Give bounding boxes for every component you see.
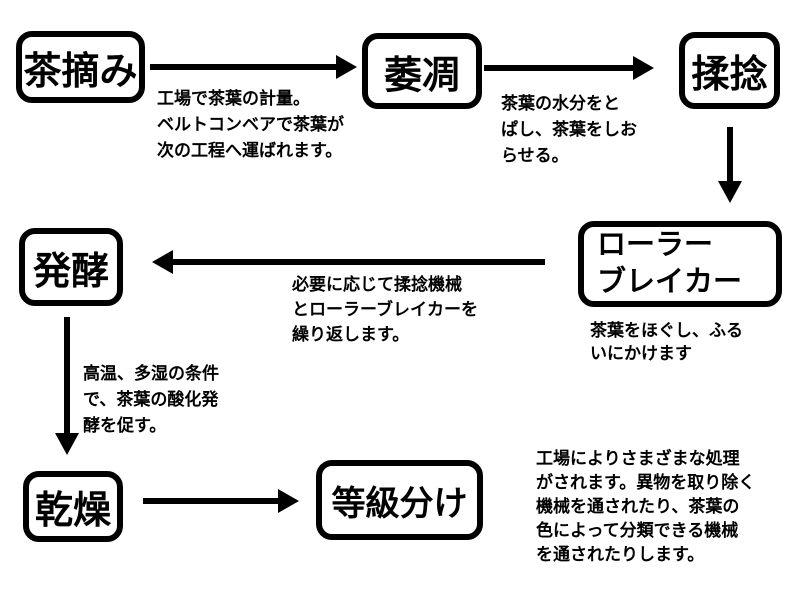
note-fermentation-conditions: 高温、多湿の条件 で、茶葉の酸化発 酵を促す。 [83, 364, 219, 435]
arrow-drying-to-grading-head-icon [278, 489, 299, 513]
node-grading-label: 等級分け [331, 484, 468, 523]
arrow-picking-to-withering-head-icon [336, 55, 357, 79]
node-tea-picking: 茶摘み [16, 31, 145, 103]
arrow-rolling-to-roller-breaker-line [727, 127, 733, 182]
node-fermentation: 発酵 [19, 228, 123, 306]
arrow-fermentation-to-drying-line [64, 317, 70, 434]
node-roller-breaker: ローラー ブレイカー [578, 221, 782, 307]
node-withering-label: 萎凋 [383, 54, 460, 97]
arrow-roller-breaker-to-fermentation-head-icon [152, 250, 173, 274]
note-after-picking: 工場で茶葉の計量。 ベルトコンベアで茶葉が 次の工程へ運ばれます。 [157, 89, 344, 160]
arrow-roller-breaker-to-fermentation-line [173, 259, 545, 265]
note-roller-breaker-caption: 茶葉をほぐし、ふる いにかけます [590, 321, 743, 363]
arrow-withering-to-rolling-line [484, 65, 634, 71]
arrow-withering-to-rolling-head-icon [633, 56, 654, 80]
node-fermentation-label: 発酵 [32, 250, 109, 293]
note-after-withering: 茶葉の水分をと ぱし、茶葉をしお らせる。 [501, 94, 637, 165]
arrow-rolling-to-roller-breaker-head-icon [718, 181, 742, 203]
node-withering: 萎凋 [362, 33, 482, 109]
node-roller-breaker-label: ローラー ブレイカー [597, 228, 743, 298]
arrow-drying-to-grading-line [143, 498, 279, 504]
note-repeat-process: 必要に応じて揉捻機械 とローラーブレイカーを 繰り返します。 [292, 275, 478, 344]
node-drying-label: 乾燥 [34, 490, 111, 532]
node-tea-picking-label: 茶摘み [23, 50, 138, 93]
arrow-fermentation-to-drying-head-icon [55, 433, 79, 455]
note-grading-machines: 工場によりさまざまな処理 がされます。異物を取り除く 機械を通されたり、茶葉の … [536, 449, 756, 564]
node-rolling-label: 揉捻 [691, 54, 768, 96]
node-rolling: 揉捻 [679, 32, 780, 109]
node-grading: 等級分け [316, 460, 483, 540]
arrow-picking-to-withering-line [150, 64, 337, 70]
node-drying: 乾燥 [23, 471, 123, 542]
